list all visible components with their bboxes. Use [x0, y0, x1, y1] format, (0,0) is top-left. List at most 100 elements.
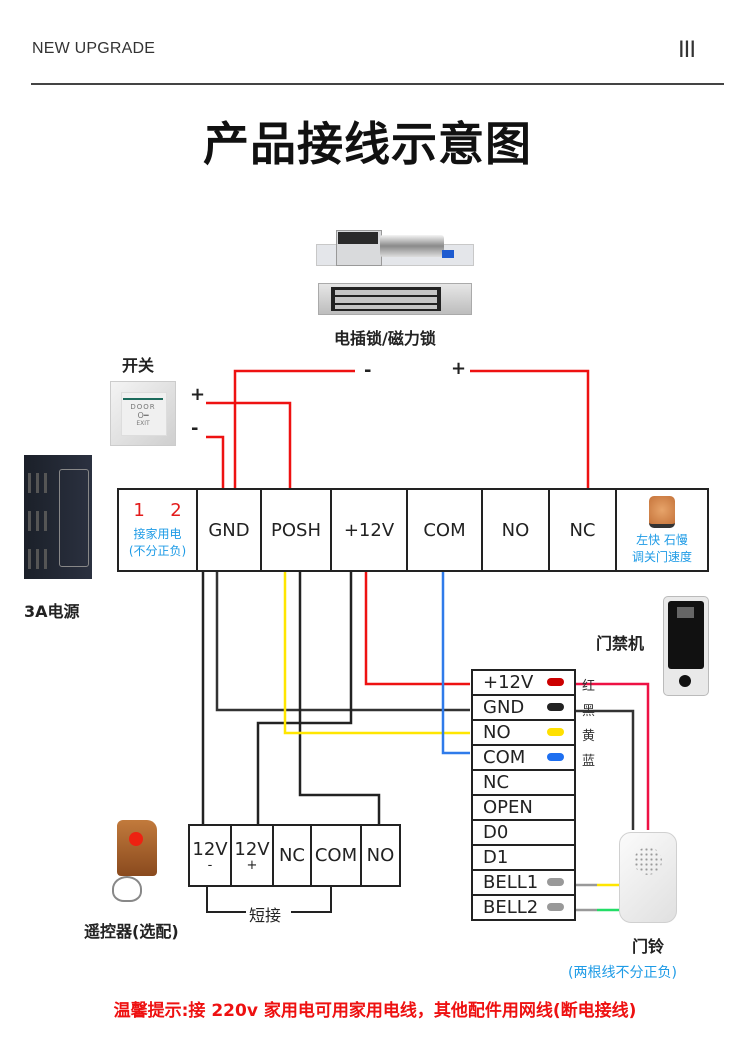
wire-color-name: 黄 [582, 729, 596, 744]
power-supply-image [24, 455, 92, 579]
controller-terminal-label: D0 [483, 822, 509, 843]
wire-color-name: 黑 [582, 704, 596, 719]
controller-terminal-label: +12V [483, 672, 534, 693]
switch-plus-sign: + [190, 384, 206, 405]
controller-terminal-12v: +12V [471, 671, 576, 696]
wire-posh-to-no [283, 571, 470, 735]
wire-color-name: 红 [582, 679, 596, 694]
terminal-gnd: GND [196, 488, 262, 572]
remote-control-image [117, 820, 157, 876]
header-divider [31, 83, 724, 85]
terminal-speed-adjust: 左快 石慢 调关门速度 [615, 488, 709, 572]
doorbell-label: 门铃 [632, 937, 665, 956]
controller-terminal-d0: D0 [471, 821, 576, 846]
wire-12v-to-controller [364, 571, 470, 686]
controller-terminal-label: BELL2 [483, 897, 539, 918]
exit-button-image[interactable]: DOOR O━ EXIT [110, 381, 176, 446]
magnetic-lock-image [318, 283, 472, 315]
receiver-terminal-2: NC [272, 824, 312, 887]
controller-terminal-com: COM [471, 746, 576, 771]
wire-lock-plus [470, 369, 590, 489]
wire-12v-to-receiver [256, 571, 353, 825]
controller-terminal-label: COM [483, 747, 526, 768]
switch-minus-sign: - [191, 418, 199, 439]
header-tag: NEW UPGRADE [32, 40, 156, 57]
wire-lock-minus [233, 369, 355, 489]
wire-switch-minus [206, 435, 225, 489]
ac-input-2: 2 [170, 499, 182, 521]
short-label: 短接 [249, 906, 282, 925]
receiver-terminal-polarity: - [207, 858, 213, 873]
terminal-ac-input: 1 2 接家用电 (不分正负) [117, 488, 198, 572]
lock-plus-sign: + [451, 358, 467, 379]
controller-terminal-no: NO [471, 721, 576, 746]
ac-input-1: 1 [133, 499, 145, 521]
keychain-icon [112, 876, 142, 902]
speaker-grille-icon [634, 847, 662, 875]
wire-color-name: 蓝 [582, 754, 596, 769]
key-icon: O━ [137, 411, 149, 420]
exit-switch-label: 开关 [122, 356, 155, 375]
lock-label: 电插锁/磁力锁 [334, 329, 436, 348]
power-supply-label: 3A电源 [24, 602, 80, 621]
controller-terminal-label: NO [483, 722, 511, 743]
controller-terminal-label: D1 [483, 847, 509, 868]
wire-gnd-to-controller [215, 571, 470, 712]
exit-button-text-exit: EXIT [136, 420, 150, 427]
potentiometer-icon[interactable] [649, 495, 675, 528]
doorbell-note: (两根线不分正负) [568, 965, 677, 981]
page-title: 产品接线示意图 [203, 117, 532, 171]
receiver-terminal-4: NO [360, 824, 401, 887]
receiver-terminal-label: 12V [234, 839, 270, 860]
speed-note-line2: 调关门速度 [631, 549, 692, 564]
wire-keypad-red [576, 682, 650, 830]
receiver-terminal-polarity: + [246, 858, 258, 873]
ac-note-line2: (不分正负) [128, 543, 187, 558]
controller-terminal-label: GND [483, 697, 525, 718]
controller-terminal-label: OPEN [483, 797, 533, 818]
menu-bars-icon: III [678, 36, 696, 63]
wire-color-dot [547, 728, 564, 736]
receiver-terminal-0: 12V- [188, 824, 232, 887]
controller-terminal-open: OPEN [471, 796, 576, 821]
wire-color-dot [547, 878, 564, 886]
controller-terminal-block [471, 669, 576, 671]
short-bracket [206, 886, 246, 913]
ac-note-line1: 接家用电 [133, 526, 182, 541]
controller-terminal-label: BELL1 [483, 872, 539, 893]
controller-terminal-bell1: BELL1 [471, 871, 576, 896]
speed-note-line1: 左快 石慢 [636, 532, 688, 547]
warning-text: 温馨提示:接 220v 家用电可用家用电线，其他配件用网线(断电接线) [113, 1001, 637, 1021]
wire-posh-to-receiver-com [298, 571, 381, 825]
wire-color-dot [547, 753, 564, 761]
wire-color-dot [547, 678, 564, 686]
terminal-no: NO [481, 488, 550, 572]
remote-label: 遥控器(选配) [84, 922, 179, 941]
controller-terminal-d1: D1 [471, 846, 576, 871]
receiver-terminal-3: COM [310, 824, 362, 887]
wire-keypad-black [576, 709, 635, 830]
terminal-12v: +12V [330, 488, 408, 572]
doorbell-image [619, 832, 677, 923]
controller-terminal-label: NC [483, 772, 510, 793]
terminal-posh: POSH [260, 488, 332, 572]
receiver-terminal-label: COM [314, 845, 358, 866]
lock-minus-sign: - [364, 360, 372, 381]
receiver-terminal-label: NC [278, 845, 306, 866]
controller-terminal-bell2: BELL2 [471, 896, 576, 921]
wire-color-dot [547, 703, 564, 711]
receiver-terminal-label: NO [366, 845, 395, 866]
wire-com-to-com [441, 571, 470, 755]
controller-terminal-gnd: GND [471, 696, 576, 721]
exit-button-text-door: DOOR [130, 403, 156, 411]
terminal-com: COM [406, 488, 483, 572]
access-controller-label: 门禁机 [596, 634, 645, 653]
keypad-image [663, 596, 709, 696]
electric-bolt-lock-image [316, 230, 474, 268]
terminal-nc: NC [548, 488, 617, 572]
receiver-terminal-label: 12V [192, 839, 228, 860]
short-bracket-right [291, 886, 332, 913]
wire-color-dot [547, 903, 564, 911]
wire-switch-plus [206, 401, 292, 489]
